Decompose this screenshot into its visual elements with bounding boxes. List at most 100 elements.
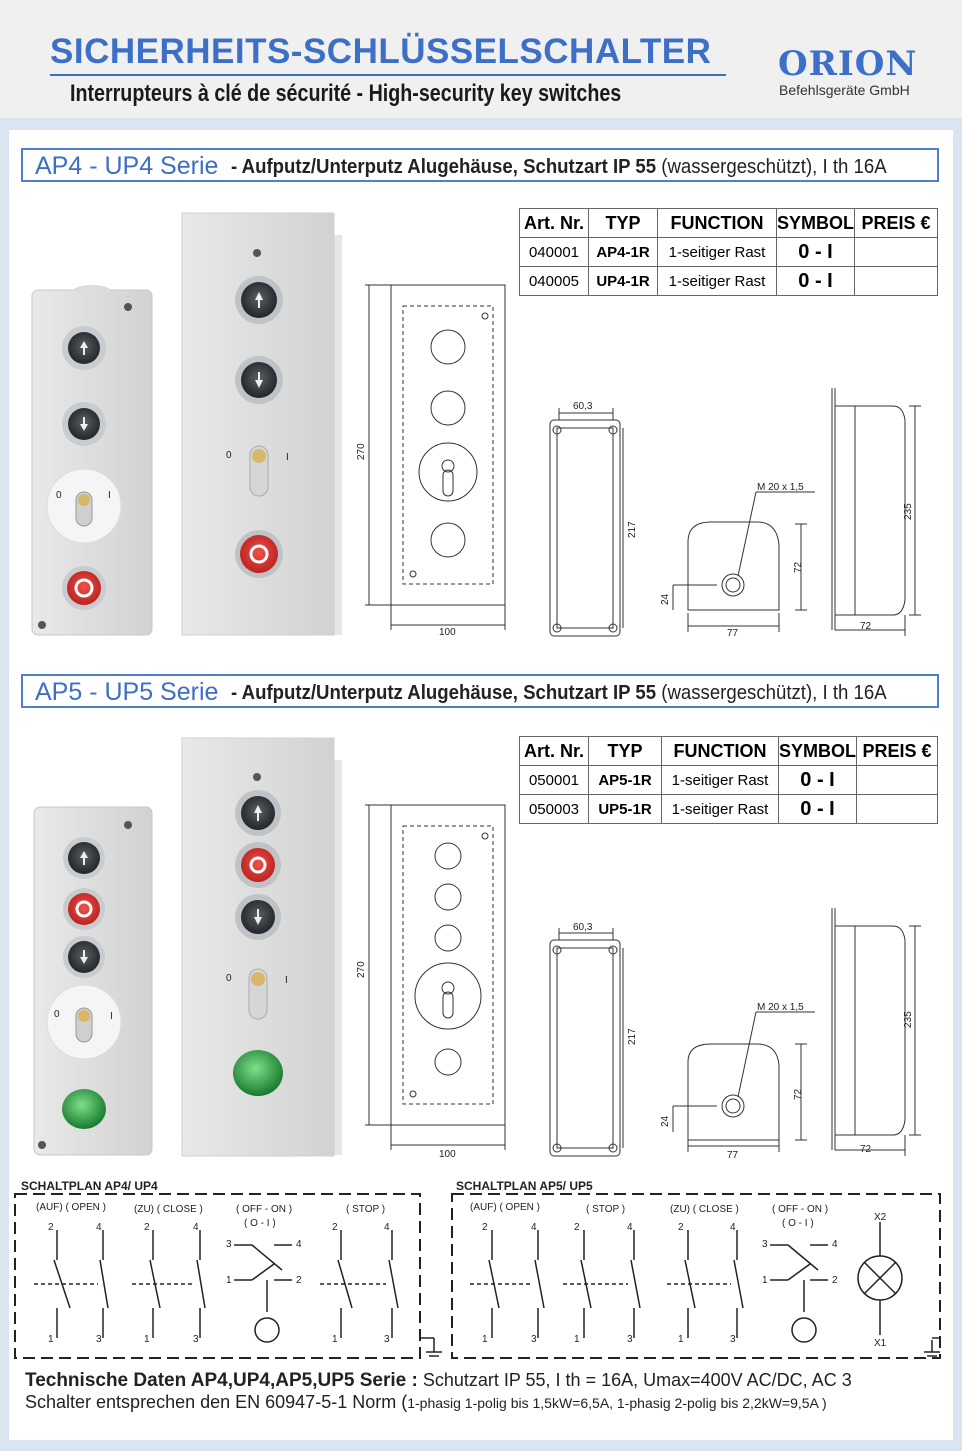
stop-button	[240, 535, 278, 573]
col-art: Art. Nr.	[519, 208, 589, 238]
svg-text:0: 0	[226, 973, 232, 984]
svg-text:2: 2	[482, 1222, 488, 1233]
svg-text:( STOP ): ( STOP )	[346, 1204, 385, 1215]
svg-text:3: 3	[762, 1239, 768, 1250]
svg-text:4: 4	[627, 1222, 633, 1233]
svg-text:M 20 x 1,5: M 20 x 1,5	[757, 482, 804, 493]
svg-text:0: 0	[56, 490, 62, 501]
svg-text:I: I	[286, 452, 289, 463]
contact-open	[34, 1230, 109, 1338]
svg-text:270: 270	[356, 443, 367, 460]
up4-plate-edge	[334, 235, 342, 635]
svg-text:2: 2	[296, 1275, 302, 1286]
svg-text:4: 4	[531, 1222, 537, 1233]
svg-text:217: 217	[627, 1028, 638, 1045]
svg-text:72: 72	[860, 621, 872, 632]
svg-text:( STOP ): ( STOP )	[586, 1204, 625, 1215]
svg-text:4: 4	[384, 1222, 390, 1233]
svg-text:4: 4	[832, 1239, 838, 1250]
svg-text:60,3: 60,3	[573, 401, 593, 412]
svg-text:X2: X2	[874, 1212, 887, 1223]
orion-logo: ORION	[778, 44, 918, 84]
svg-text:2: 2	[832, 1275, 838, 1286]
svg-text:2: 2	[678, 1222, 684, 1233]
table-row: 050001 AP5-1R 1-seitiger Rast 0 - I	[519, 765, 939, 795]
svg-text:24: 24	[660, 1115, 671, 1127]
table-row: 040005 UP4-1R 1-seitiger Rast 0 - I	[519, 266, 939, 296]
svg-text:( OFF - ON ): ( OFF - ON )	[236, 1204, 292, 1215]
stop-button	[67, 571, 101, 605]
logo-subtitle: Befehlsgeräte GmbH	[779, 82, 910, 98]
col-function: FUNCTION	[657, 208, 777, 238]
svg-text:77: 77	[727, 628, 739, 639]
series-desc: - Aufputz/Unterputz Alugehäuse, Schutzar…	[231, 156, 887, 178]
svg-text:72: 72	[793, 561, 804, 573]
contact-close	[132, 1230, 206, 1338]
green-lamp	[62, 1089, 106, 1129]
svg-text:1: 1	[144, 1334, 150, 1345]
ap5-enclosure	[33, 806, 153, 1156]
svg-text:1: 1	[678, 1334, 684, 1345]
header: SICHERHEITS-SCHLÜSSELSCHALTER Interrupte…	[0, 0, 962, 118]
svg-text:4: 4	[730, 1222, 736, 1233]
svg-text:24: 24	[660, 593, 671, 605]
technical-drawing-ap5: 270 100 60,3 217 M 20 x 1,5 72 24 77 235…	[356, 804, 921, 1161]
svg-text:(AUF) ( OPEN ): (AUF) ( OPEN )	[36, 1202, 106, 1213]
svg-text:100: 100	[439, 627, 456, 638]
svg-text:I: I	[108, 490, 111, 501]
page-subtitle: Interrupteurs à clé de sécurité - High-s…	[70, 80, 622, 107]
svg-text:270: 270	[356, 961, 367, 978]
svg-text:72: 72	[793, 1088, 804, 1100]
svg-text:100: 100	[439, 1149, 456, 1160]
series-name: AP4 - UP4 Serie	[35, 152, 219, 180]
svg-text:1: 1	[574, 1334, 580, 1345]
table-row: 050003 UP5-1R 1-seitiger Rast 0 - I	[519, 794, 939, 824]
svg-text:3: 3	[193, 1334, 199, 1345]
svg-text:4: 4	[193, 1222, 199, 1233]
svg-text:2: 2	[574, 1222, 580, 1233]
svg-text:60,3: 60,3	[573, 922, 593, 933]
col-preis: PREIS €	[854, 208, 939, 238]
series-name: AP5 - UP5 Serie	[35, 678, 219, 706]
col-typ: TYP	[588, 208, 658, 238]
price-table-ap5: Art. Nr. TYP FUNCTION SYMBOL PREIS € 050…	[519, 736, 939, 824]
svg-text:M 20 x 1,5: M 20 x 1,5	[757, 1002, 804, 1013]
title-underline	[50, 74, 726, 76]
svg-text:3: 3	[384, 1334, 390, 1345]
contact-stop	[320, 1230, 399, 1338]
svg-text:3: 3	[226, 1239, 232, 1250]
svg-text:1: 1	[48, 1334, 54, 1345]
svg-text:3: 3	[730, 1334, 736, 1345]
tech-data-line1: Technische Daten AP4,UP4,AP5,UP5 Serie :…	[25, 1370, 852, 1391]
schaltplan-title-ap5: SCHALTPLAN AP5/ UP5	[456, 1179, 593, 1193]
svg-text:( OFF - ON ): ( OFF - ON )	[772, 1204, 828, 1215]
svg-text:4: 4	[296, 1239, 302, 1250]
series-header-ap4: AP4 - UP4 Serie - Aufputz/Unterputz Alug…	[21, 148, 939, 182]
green-lamp	[233, 1050, 283, 1096]
technical-drawing-ap4: 270 100 60,3 217 M 20 x 1,5 72 24 77 235…	[356, 284, 921, 639]
svg-text:I: I	[110, 1011, 113, 1022]
price-table-ap4: Art. Nr. TYP FUNCTION SYMBOL PREIS € 040…	[519, 208, 939, 296]
svg-text:I: I	[285, 975, 288, 986]
svg-text:2: 2	[332, 1222, 338, 1233]
series-desc: - Aufputz/Unterputz Alugehäuse, Schutzar…	[231, 682, 887, 704]
svg-text:( O - I ): ( O - I )	[244, 1218, 276, 1229]
series-header-ap5: AP5 - UP5 Serie - Aufputz/Unterputz Alug…	[21, 674, 939, 708]
svg-text:217: 217	[627, 521, 638, 538]
svg-text:77: 77	[727, 1150, 739, 1161]
svg-text:235: 235	[903, 503, 914, 520]
svg-text:2: 2	[144, 1222, 150, 1233]
svg-text:3: 3	[627, 1334, 633, 1345]
key-contact	[234, 1244, 292, 1343]
page-title: SICHERHEITS-SCHLÜSSELSCHALTER	[50, 32, 712, 71]
col-symbol: SYMBOL	[775, 208, 856, 238]
svg-text:0: 0	[226, 450, 232, 461]
stop-button	[241, 848, 275, 882]
svg-text:3: 3	[96, 1334, 102, 1345]
svg-text:3: 3	[531, 1334, 537, 1345]
svg-text:72: 72	[860, 1144, 872, 1155]
svg-text:(ZU) ( CLOSE ): (ZU) ( CLOSE )	[670, 1204, 739, 1215]
svg-text:1: 1	[332, 1334, 338, 1345]
svg-text:4: 4	[96, 1222, 102, 1233]
